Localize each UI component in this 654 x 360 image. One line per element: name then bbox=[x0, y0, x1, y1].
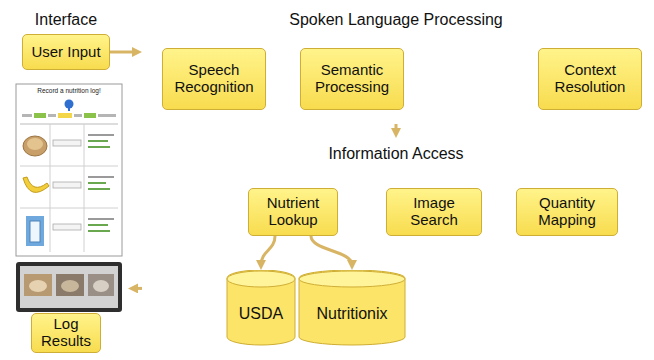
database-label: Nutritionix bbox=[316, 305, 387, 323]
flow-arrow bbox=[133, 287, 142, 290]
cylinder-top bbox=[299, 271, 405, 287]
module-panel: Spoken Language ProcessingSpeech Recogni… bbox=[142, 4, 650, 124]
box-label: Semantic Processing bbox=[307, 62, 397, 96]
box-label: User Input bbox=[31, 44, 100, 61]
box-label: Log Results bbox=[38, 316, 94, 350]
process-box: User Input bbox=[22, 34, 110, 70]
cylinder-body bbox=[299, 270, 405, 345]
process-box: Context Resolution bbox=[538, 48, 642, 110]
process-box: Speech Recognition bbox=[162, 48, 266, 110]
label-holder: Record a nutrition log! bbox=[16, 87, 122, 94]
panel-heading: Spoken Language Processing bbox=[142, 4, 650, 29]
flow-arrow bbox=[395, 124, 398, 133]
process-box: Quantity Mapping bbox=[516, 188, 618, 236]
database-cylinder: USDA bbox=[226, 270, 296, 346]
box-label: Image Search bbox=[393, 195, 475, 229]
panel-heading: Information Access bbox=[142, 138, 650, 163]
database-cylinder: Nutritionix bbox=[298, 270, 406, 346]
process-box: Log Results bbox=[31, 313, 101, 353]
box-label: Context Resolution bbox=[545, 62, 635, 96]
panel-heading: Interface bbox=[4, 4, 128, 29]
module-panel: Information AccessNutrient Lookup Image S… bbox=[142, 138, 650, 356]
box-label: Nutrient Lookup bbox=[255, 195, 331, 229]
cylinder-body bbox=[227, 270, 295, 345]
screenshot-title: Record a nutrition log! bbox=[16, 87, 122, 94]
database-label: USDA bbox=[239, 305, 283, 323]
box-label: Speech Recognition bbox=[169, 62, 259, 96]
process-box: Nutrient Lookup bbox=[248, 188, 338, 236]
module-panel: InterfaceUser InputLog Results bbox=[4, 4, 128, 356]
process-box: Image Search bbox=[386, 188, 482, 236]
cylinder-top bbox=[227, 271, 295, 287]
box-label: Quantity Mapping bbox=[523, 195, 611, 229]
process-box: Semantic Processing bbox=[300, 48, 404, 110]
